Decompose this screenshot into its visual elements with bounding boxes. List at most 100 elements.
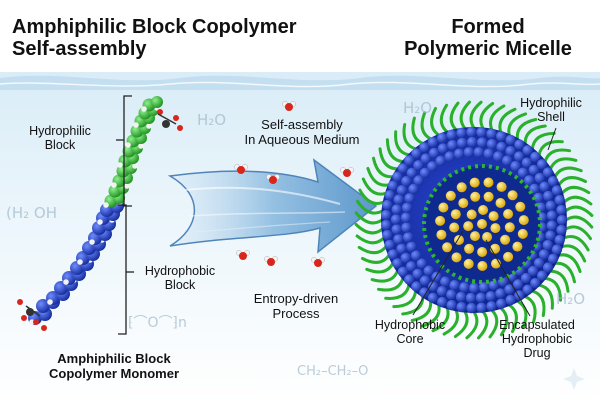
hydrophilic-strand <box>385 138 405 164</box>
hydrophobic-bead <box>412 268 423 279</box>
hydrophobic-bead <box>400 252 411 263</box>
hydrophilic-strand <box>562 195 593 206</box>
hydrophilic-strand <box>465 310 479 340</box>
drug-particle <box>445 190 456 201</box>
hydrophobic-block-label-line-2: Block <box>164 278 196 292</box>
hydrogen-atom <box>117 162 123 168</box>
hydrophobic-bead <box>380 219 392 231</box>
sparkle-icon <box>563 368 585 390</box>
hydrophobic-bead <box>397 266 408 277</box>
water-molecule <box>340 167 354 177</box>
hydrophobic-bead <box>496 131 507 142</box>
hydrophilic-strand <box>507 112 528 137</box>
hydrophobic-bead <box>419 275 431 286</box>
hydrophobic-bead <box>406 241 417 252</box>
encapsulated-drug-label-line-3: Drug <box>523 346 551 360</box>
hydrophilic-strand <box>549 269 570 293</box>
self-assembly-arrow <box>167 158 378 254</box>
water-molecule <box>282 101 296 111</box>
drug-particle <box>477 247 488 257</box>
hydrophobic-bead <box>493 151 504 162</box>
hydrophobic-bead <box>546 210 558 221</box>
hydrophobic-bead <box>468 282 480 294</box>
hydrophobic-bead <box>456 127 467 139</box>
hydrophobic-bead <box>406 167 417 179</box>
hydrophobic-block-label: Hydrophobic Block <box>130 264 230 292</box>
water-formula-watermark: H₂O <box>403 99 433 117</box>
hydrogen-atom <box>141 106 147 112</box>
hydrophilic-strand <box>560 185 591 195</box>
drug-particle <box>488 211 499 222</box>
hydrophobic-bead <box>488 279 499 291</box>
drug-particle <box>495 198 506 208</box>
hydrophobic-bead <box>530 277 541 289</box>
hydrophilic-strand <box>384 283 411 300</box>
hydrophobic-bead <box>495 288 506 299</box>
hydrophobic-bead <box>476 127 487 138</box>
hydrophilic-strand <box>507 303 518 333</box>
right-title-line-1: Formed <box>451 16 525 38</box>
hydrophilic-strand <box>410 299 433 322</box>
hydrophobic-bead <box>405 261 417 272</box>
hydrophobic-bead <box>513 151 525 162</box>
drug-particle <box>496 181 507 192</box>
hydrophilic-strand <box>358 188 386 205</box>
hydrophobic-bead <box>428 147 440 159</box>
monomer-label: Amphiphilic Block Copolymer Monomer <box>14 351 214 381</box>
hydrophilic-strand <box>564 215 594 229</box>
drug-particle <box>463 221 474 232</box>
water-molecule <box>311 257 325 267</box>
hydrophobic-bead <box>551 244 563 255</box>
arrow-top-label-line-2: In Aqueous Medium <box>244 131 360 147</box>
hydrophilic-strand <box>356 199 384 215</box>
water-molecule <box>234 164 248 174</box>
hydrophobic-bead <box>486 301 497 312</box>
hydrophobic-bead <box>543 190 554 202</box>
hydrophobic-core-label-line-2: Core <box>396 332 424 346</box>
hydrophilic-strand <box>543 276 563 302</box>
hydrophobic-bead <box>411 281 422 292</box>
water-ripple <box>0 81 600 88</box>
hydrophobic-bead <box>447 139 458 151</box>
hydrophilic-strand <box>377 276 405 292</box>
hydrophilic-strand <box>515 299 528 329</box>
hydrogen-atom <box>132 163 138 169</box>
hydrophobic-bead <box>517 167 529 178</box>
drug-particle <box>463 258 474 269</box>
hydrophobic-bead <box>411 148 422 159</box>
hydrophilic-bracket <box>116 95 132 207</box>
drug-particle <box>477 261 488 271</box>
drug-particle <box>436 229 447 240</box>
hydrophobic-bead <box>416 258 427 269</box>
hydrophilic-strand <box>392 289 418 309</box>
drug-particle <box>483 177 494 188</box>
water-molecule <box>266 174 280 184</box>
hydrophilic-bead <box>151 96 163 108</box>
hydrophilic-strand <box>394 130 411 157</box>
hydrophobic-bead <box>391 204 402 215</box>
drug-particle <box>483 191 494 202</box>
drug-particle <box>518 215 529 226</box>
hydrophilic-strand <box>442 308 459 336</box>
drug-particle <box>458 198 469 209</box>
hydrophilic-strand <box>562 235 590 252</box>
hydrophobic-bead <box>397 163 408 174</box>
hydrophobic-bead <box>456 137 468 149</box>
hydrophilic-strand <box>361 177 388 196</box>
hydrophobic-bead <box>390 214 402 225</box>
copolymer-chain <box>17 96 183 331</box>
drug-particle <box>451 252 462 263</box>
hydrophilic-strand <box>537 140 564 157</box>
arrow-bottom-label-line-1: Entropy-driven <box>253 291 339 306</box>
hydrophilic-shell-label-line-1: Hydrophilic <box>520 96 582 110</box>
hydrophobic-bead <box>554 234 565 246</box>
hydrophilic-strand <box>488 308 499 339</box>
hydrophilic-strand <box>479 102 495 130</box>
hydrophobic-bracket <box>118 204 134 335</box>
hydrophobic-bead <box>475 292 487 303</box>
hydrophobic-bead <box>554 194 565 206</box>
monomer-label-line-1: Amphiphilic Block <box>57 351 171 366</box>
hydrophilic-block-label: Hydrophilic Block <box>14 124 106 152</box>
hydrophilic-strand <box>553 166 583 179</box>
